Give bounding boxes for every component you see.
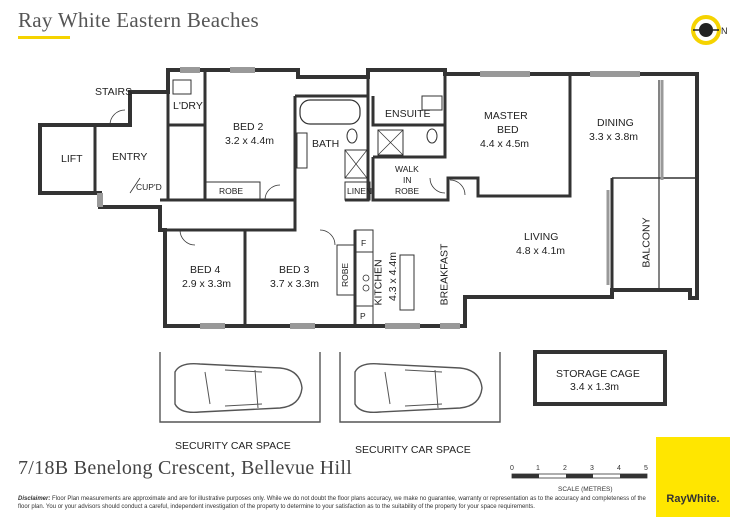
room-stairs: STAIRS [95, 86, 133, 98]
room-bed2-robe: ROBE [219, 186, 244, 196]
room-living-size: 4.8 x 4.1m [516, 245, 566, 257]
room-bed2-name: BED 2 [233, 121, 264, 133]
room-living-name: LIVING [524, 231, 559, 243]
car-space-1: SECURITY CAR SPACE [175, 440, 291, 452]
scale-tick-0: 0 [510, 465, 514, 472]
scale-tick-1: 1 [536, 465, 540, 472]
car-space-2: SECURITY CAR SPACE [355, 444, 471, 456]
room-dining-size: 3.3 x 3.8m [589, 131, 639, 143]
scale-bar: 0 1 2 3 4 5 [510, 465, 648, 479]
room-master-size: 4.4 x 4.5m [480, 138, 530, 150]
room-dining-name: DINING [597, 117, 634, 129]
room-bed2-size: 3.2 x 4.4m [225, 135, 275, 147]
room-bed3-name: BED 3 [279, 264, 310, 276]
room-laundry: L'DRY [173, 100, 203, 112]
room-linen: LINEN [347, 186, 373, 196]
room-bed3-size: 3.7 x 3.3m [270, 278, 320, 290]
compass-icon: N [691, 15, 728, 45]
room-bed3-robe: ROBE [340, 262, 351, 288]
room-bath: BATH [312, 138, 340, 150]
property-address: 7/18B Benelong Crescent, Bellevue Hill [18, 457, 353, 479]
compass-north-label: N [721, 26, 728, 36]
scale-label: SCALE (METRES) [558, 486, 613, 493]
room-bed4-size: 2.9 x 3.3m [182, 278, 232, 290]
room-kitchen-size: 4.3 x 4.4m [387, 251, 400, 302]
room-kitchen-name: KITCHEN [372, 259, 385, 306]
room-cupboard: CUP'D [136, 182, 162, 192]
disclaimer-heading: Disclaimer: [18, 496, 51, 502]
agency-name: Ray White Eastern Beaches [18, 8, 259, 32]
pantry-label: P [360, 311, 366, 321]
room-entry: ENTRY [112, 151, 148, 163]
disclaimer-text: Floor Plan measurements are approximate … [18, 496, 646, 510]
room-bed4-name: BED 4 [190, 264, 221, 276]
scale-tick-5: 5 [644, 465, 648, 472]
disclaimer: Disclaimer: Floor Plan measurements are … [18, 495, 648, 511]
scale-tick-4: 4 [617, 465, 621, 472]
room-master-l1: MASTER [484, 110, 528, 122]
storage-name: STORAGE CAGE [556, 368, 640, 380]
room-walkin-l2: IN [403, 175, 412, 185]
agency-underline [18, 36, 70, 39]
fridge-label: F [361, 238, 367, 248]
room-breakfast: BREAKFAST [438, 243, 451, 306]
storage-size: 3.4 x 1.3m [570, 381, 620, 393]
room-ensuite: ENSUITE [385, 108, 431, 120]
ray-white-logo: RayWhite. [656, 437, 730, 517]
scale-tick-2: 2 [563, 465, 567, 472]
room-lift: LIFT [61, 153, 83, 165]
scale-tick-3: 3 [590, 465, 594, 472]
logo-text: RayWhite. [666, 493, 720, 505]
room-master-l2: BED [497, 124, 519, 136]
room-walkin-l3: ROBE [395, 186, 420, 196]
room-walkin-l1: WALK [395, 164, 419, 174]
room-balcony: BALCONY [640, 217, 653, 268]
